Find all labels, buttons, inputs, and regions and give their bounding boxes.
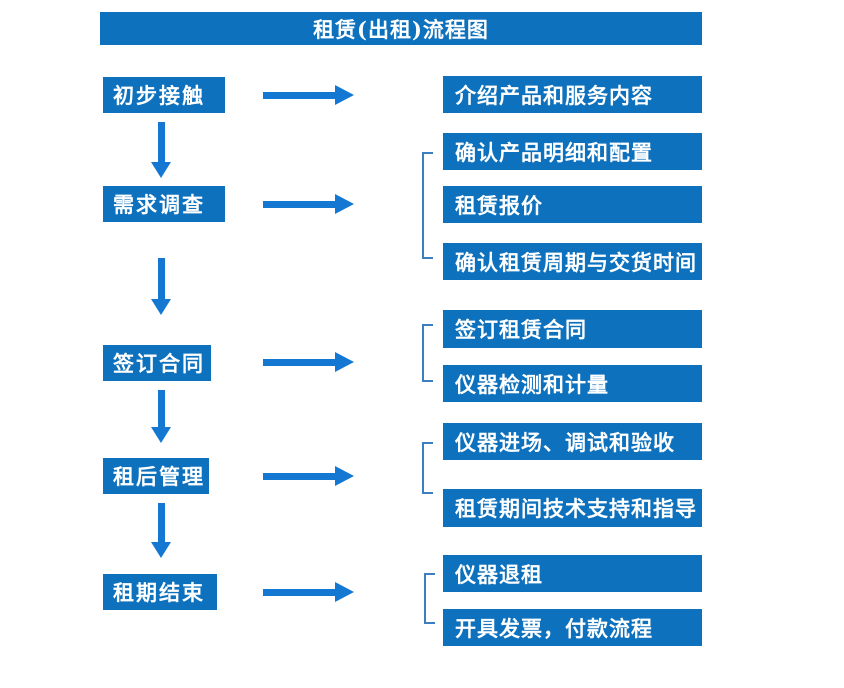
detail-label: 租赁报价: [455, 192, 543, 218]
arrow-shaft: [157, 122, 165, 162]
detail-instrument-testing-metrology: 仪器检测和计量: [443, 365, 702, 402]
detail-label: 确认租赁周期与交货时间: [455, 249, 697, 275]
right-arrow-icon-4: [263, 466, 354, 486]
detail-label: 租赁期间技术支持和指导: [455, 496, 697, 521]
arrow-head: [335, 582, 354, 602]
down-arrow-icon-4: [151, 503, 171, 558]
detail-label: 仪器检测和计量: [455, 371, 609, 397]
step-label: 需求调查: [113, 192, 205, 217]
arrow-shaft: [157, 258, 165, 299]
arrow-head: [151, 542, 171, 558]
step-sign-contract: 签订合同: [103, 345, 211, 381]
arrow-shaft: [263, 200, 335, 208]
bracket-icon-group3: [422, 324, 433, 382]
detail-label: 签订租赁合同: [455, 317, 587, 342]
step-initial-contact: 初步接触: [103, 77, 225, 113]
arrow-head: [335, 194, 354, 214]
arrow-shaft: [263, 91, 335, 99]
step-post-rental-management: 租后管理: [103, 458, 209, 494]
arrow-shaft: [263, 358, 335, 366]
right-arrow-icon-3: [263, 352, 354, 372]
flowchart-title-bar: 租赁(出租)流程图: [100, 12, 702, 45]
step-label: 初步接触: [113, 83, 205, 108]
detail-confirm-rental-period-delivery: 确认租赁周期与交货时间: [443, 243, 702, 280]
arrow-head: [151, 162, 171, 178]
arrow-head: [335, 85, 354, 105]
detail-tech-support-during-rental: 租赁期间技术支持和指导: [443, 489, 702, 527]
bracket-icon-group4: [422, 442, 433, 494]
detail-label: 介绍产品和服务内容: [455, 82, 653, 108]
detail-label: 仪器退租: [455, 561, 543, 587]
detail-label: 确认产品明细和配置: [455, 139, 653, 165]
step-rental-end: 租期结束: [103, 574, 217, 610]
right-arrow-icon-2: [263, 194, 354, 214]
arrow-shaft: [263, 472, 335, 480]
step-demand-survey: 需求调查: [103, 186, 225, 222]
detail-instrument-return: 仪器退租: [443, 555, 702, 592]
detail-label: 开具发票，付款流程: [455, 615, 653, 641]
detail-label: 仪器进场、调试和验收: [455, 429, 675, 455]
arrow-head: [335, 352, 354, 372]
arrow-head: [335, 466, 354, 486]
detail-confirm-product-details-config: 确认产品明细和配置: [443, 133, 702, 170]
bracket-icon-group2: [422, 152, 433, 259]
step-label: 租后管理: [113, 464, 205, 489]
arrow-shaft: [157, 390, 165, 427]
detail-instrument-arrival-debug-acceptance: 仪器进场、调试和验收: [443, 423, 702, 460]
arrow-shaft: [263, 588, 335, 596]
step-label: 签订合同: [113, 351, 205, 376]
arrow-shaft: [157, 503, 165, 542]
arrow-head: [151, 427, 171, 443]
flowchart-title: 租赁(出租)流程图: [313, 16, 489, 42]
down-arrow-icon-3: [151, 390, 171, 443]
right-arrow-icon-1: [263, 85, 354, 105]
detail-sign-rental-contract: 签订租赁合同: [443, 310, 702, 348]
bracket-icon-group5: [424, 573, 435, 624]
step-label: 租期结束: [113, 580, 205, 605]
detail-invoice-payment-process: 开具发票，付款流程: [443, 609, 702, 646]
detail-rental-quote: 租赁报价: [443, 186, 702, 223]
down-arrow-icon-2: [151, 258, 171, 315]
arrow-head: [151, 299, 171, 315]
down-arrow-icon-1: [151, 122, 171, 178]
detail-introduce-products-services: 介绍产品和服务内容: [443, 76, 702, 113]
right-arrow-icon-5: [263, 582, 354, 602]
